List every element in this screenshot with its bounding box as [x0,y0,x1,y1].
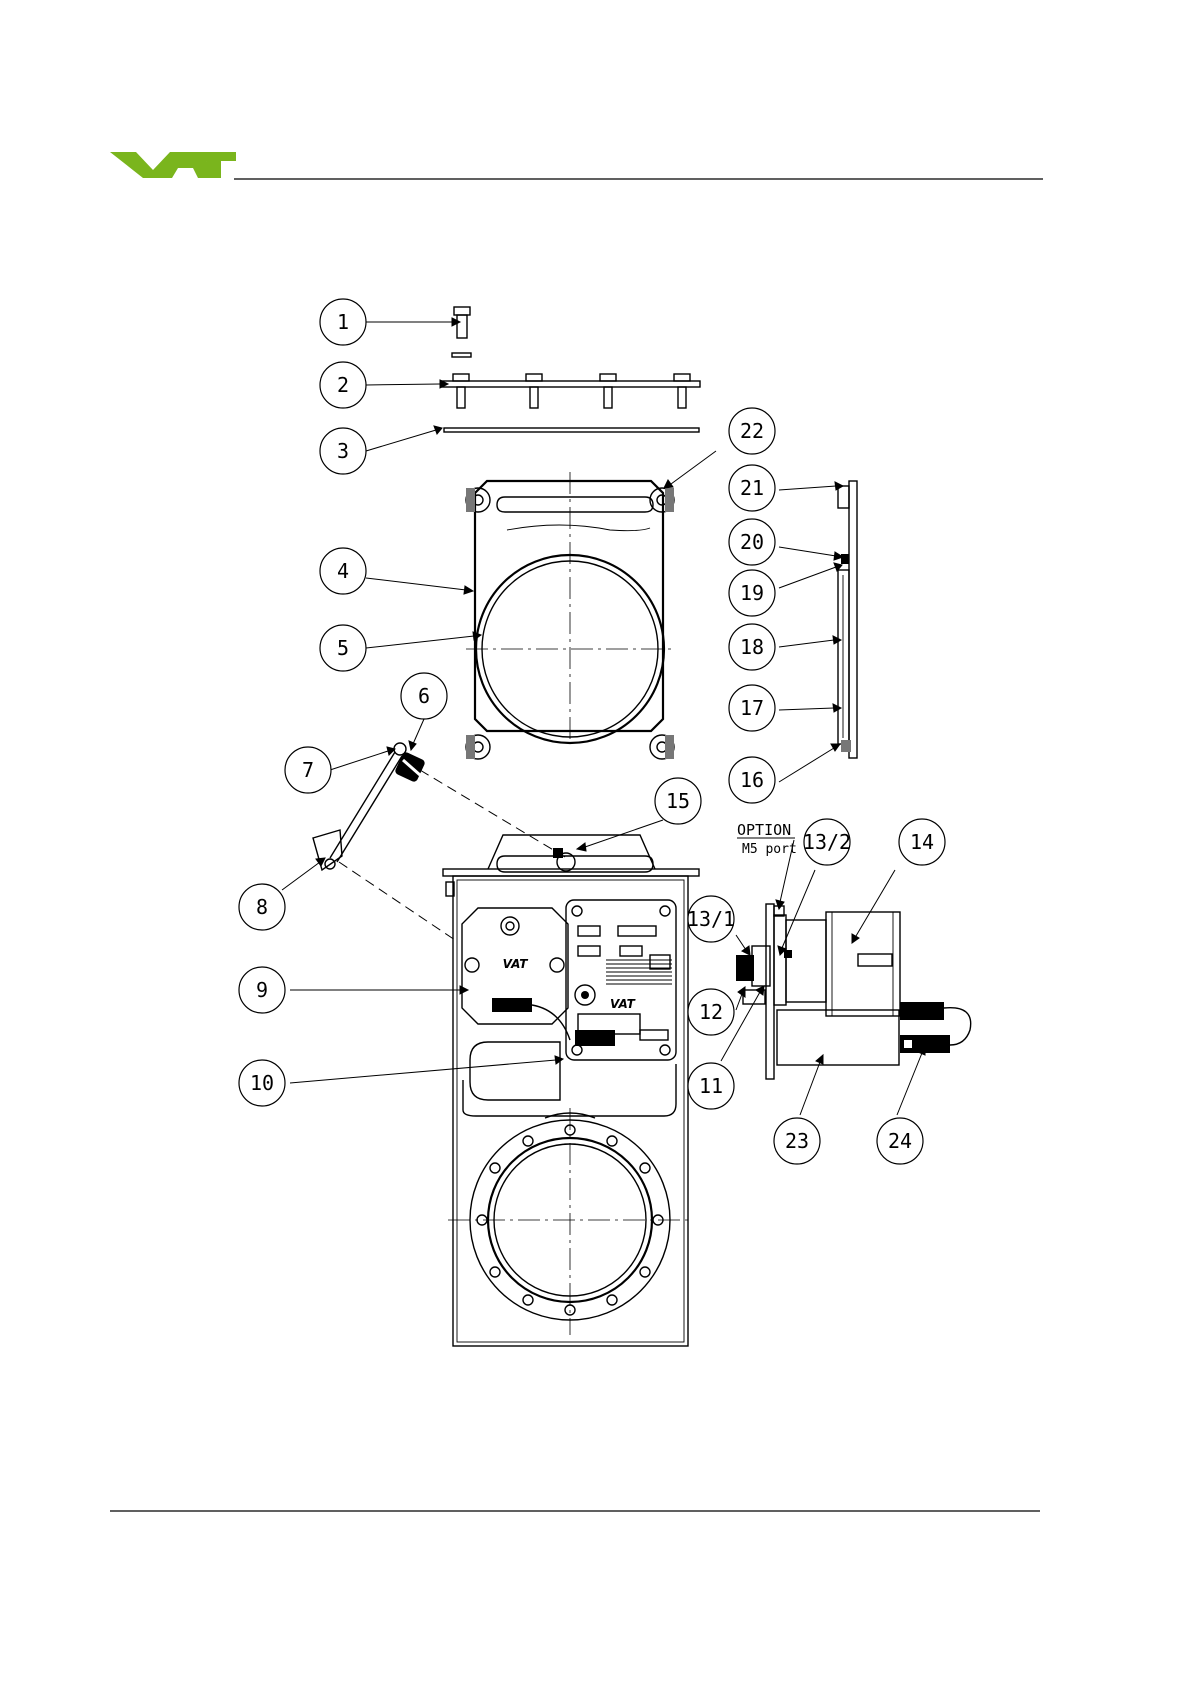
callout-23: 23 [774,1118,820,1164]
assembly-guide-upper [420,770,565,857]
callout-number: 5 [337,636,349,660]
leader-lines [282,318,925,1115]
callout-number: 20 [740,530,764,554]
callout-21: 21 [729,465,775,511]
callout-number: 4 [337,559,349,583]
callout-6: 6 [401,673,447,719]
callout-number: 18 [740,635,764,659]
callout-24: 24 [877,1118,923,1164]
callout-5: 5 [320,625,366,671]
callout-number: 13/2 [803,830,851,854]
callout-7: 7 [285,747,331,793]
callout-number: 11 [699,1074,723,1098]
callout-number: 23 [785,1129,809,1153]
callout-9: 9 [239,967,285,1013]
callout-number: 19 [740,581,764,605]
callout-number: 12 [699,1000,723,1024]
callout-16: 16 [729,757,775,803]
callout-number: 17 [740,696,764,720]
callout-number: 22 [740,419,764,443]
callout-22: 22 [729,408,775,454]
callout-4: 4 [320,548,366,594]
assembly-guide-lower [339,862,458,942]
callout-number: 7 [302,758,314,782]
part-screw-1 [452,307,471,357]
callout-20: 20 [729,519,775,565]
callout-number: 21 [740,476,764,500]
panel-logo-small: VAT [610,997,636,1011]
callout-1: 1 [320,299,366,345]
part-gate-plate-4 [466,472,676,743]
part-valve-body: VAT VAT [443,835,699,1346]
vat-logo [110,152,236,178]
callout-2: 2 [320,362,366,408]
callout-number: 14 [910,830,934,854]
callout-number: 8 [256,895,268,919]
callout-number: 3 [337,439,349,463]
part-side-profile-16-21 [838,481,857,758]
callout-11: 11 [688,1063,734,1109]
option-label-title: OPTION [737,821,791,839]
callout-13-2: 13/2 [803,819,851,865]
callout-15: 15 [655,778,701,824]
callout-number: 15 [666,789,690,813]
callout-number: 16 [740,768,764,792]
callout-number: 6 [418,684,430,708]
callout-18: 18 [729,624,775,670]
part-motor-assembly [736,904,971,1079]
callout-17: 17 [729,685,775,731]
callout-19: 19 [729,570,775,616]
callout-3: 3 [320,428,366,474]
callout-8: 8 [239,884,285,930]
part-gasket-3 [444,428,699,432]
callout-number: 1 [337,310,349,334]
callout-14: 14 [899,819,945,865]
option-label: OPTION M5 port [737,821,797,857]
option-label-subtitle: M5 port [742,842,797,857]
panel-logo-large: VAT [503,957,529,971]
part-cover-plate-2 [442,374,700,408]
callout-number: 10 [250,1071,274,1095]
callout-12: 12 [688,989,734,1035]
callout-number: 24 [888,1129,912,1153]
callout-10: 10 [239,1060,285,1106]
callout-number: 9 [256,978,268,1002]
callout-number: 13/1 [687,907,735,931]
callout-13-1: 13/1 [687,896,735,942]
callout-number: 2 [337,373,349,397]
